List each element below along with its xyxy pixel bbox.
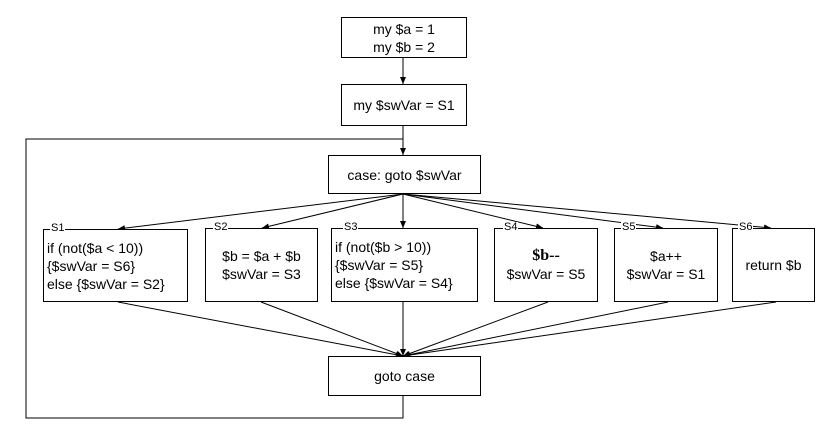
set-state-box: my $swVar = S1 bbox=[341, 84, 467, 126]
s3-line-1: if (not($b > 10)) bbox=[335, 239, 432, 255]
s3-line-2: {$swVar = S5} bbox=[335, 257, 424, 273]
state-box-s1: if (not($a < 10)) {$swVar = S6} else {$s… bbox=[43, 229, 188, 302]
state-tag-s2: S2 bbox=[213, 221, 229, 233]
s1-line-3: else {$swVar = S2} bbox=[47, 275, 165, 292]
s6-line-1: return $b bbox=[745, 257, 802, 273]
edge-dispatch-to-s1 bbox=[117, 193, 404, 232]
edge-s6-to-loop bbox=[402, 301, 777, 358]
s5-line-1: $a++ bbox=[650, 248, 682, 264]
edge-loop-to-dispatch bbox=[25, 138, 406, 419]
s4-line-1: $b-- bbox=[532, 247, 560, 264]
state-box-s5: $a++ $swVar = S1 bbox=[614, 228, 718, 302]
init-line-2: my $b = 2 bbox=[373, 38, 435, 55]
state-box-s4: $b-- $swVar = S5 bbox=[494, 228, 598, 302]
edge-dispatch-to-s6 bbox=[402, 193, 772, 231]
edge-s4-to-loop bbox=[402, 301, 549, 357]
edge-s2-to-loop bbox=[260, 301, 404, 357]
init-box: my $a = 1 my $b = 2 bbox=[341, 17, 467, 58]
state-tag-s3: S3 bbox=[343, 221, 359, 233]
s2-line-1: $b = $a + $b bbox=[222, 248, 301, 264]
dispatch-text: case: goto $swVar bbox=[347, 166, 462, 183]
state-tag-s1: S1 bbox=[50, 222, 66, 234]
state-tag-s6: S6 bbox=[738, 221, 754, 233]
init-line-1: my $a = 1 bbox=[373, 20, 435, 37]
s3-line-3: else {$swVar = S4} bbox=[335, 275, 453, 291]
s1-line-1: if (not($a < 10)) bbox=[47, 239, 144, 256]
s4-line-2: $swVar = S5 bbox=[506, 266, 586, 282]
state-tag-s4: S4 bbox=[503, 221, 519, 233]
edge-dispatch-to-s2 bbox=[261, 193, 404, 230]
set-state-text: my $swVar = S1 bbox=[353, 97, 455, 113]
state-box-s2: $b = $a + $b $swVar = S3 bbox=[205, 228, 318, 302]
state-box-s6: return $b bbox=[732, 228, 815, 302]
s5-line-2: $swVar = S1 bbox=[626, 266, 706, 282]
s1-line-2: {$swVar = S6} bbox=[47, 257, 136, 274]
state-tag-s5: S5 bbox=[621, 221, 637, 233]
edge-dispatch-to-s4 bbox=[402, 193, 544, 230]
edge-s1-to-loop bbox=[117, 301, 404, 358]
loop-box: goto case bbox=[328, 356, 481, 396]
state-box-s3: if (not($b > 10)) {$swVar = S5} else {$s… bbox=[331, 228, 478, 302]
loop-text: goto case bbox=[374, 368, 435, 384]
s2-line-2: $swVar = S3 bbox=[222, 266, 301, 282]
dispatch-box: case: goto $swVar bbox=[328, 155, 481, 194]
edge-dispatch-to-s5 bbox=[402, 193, 664, 231]
edge-s5-to-loop bbox=[402, 301, 669, 358]
